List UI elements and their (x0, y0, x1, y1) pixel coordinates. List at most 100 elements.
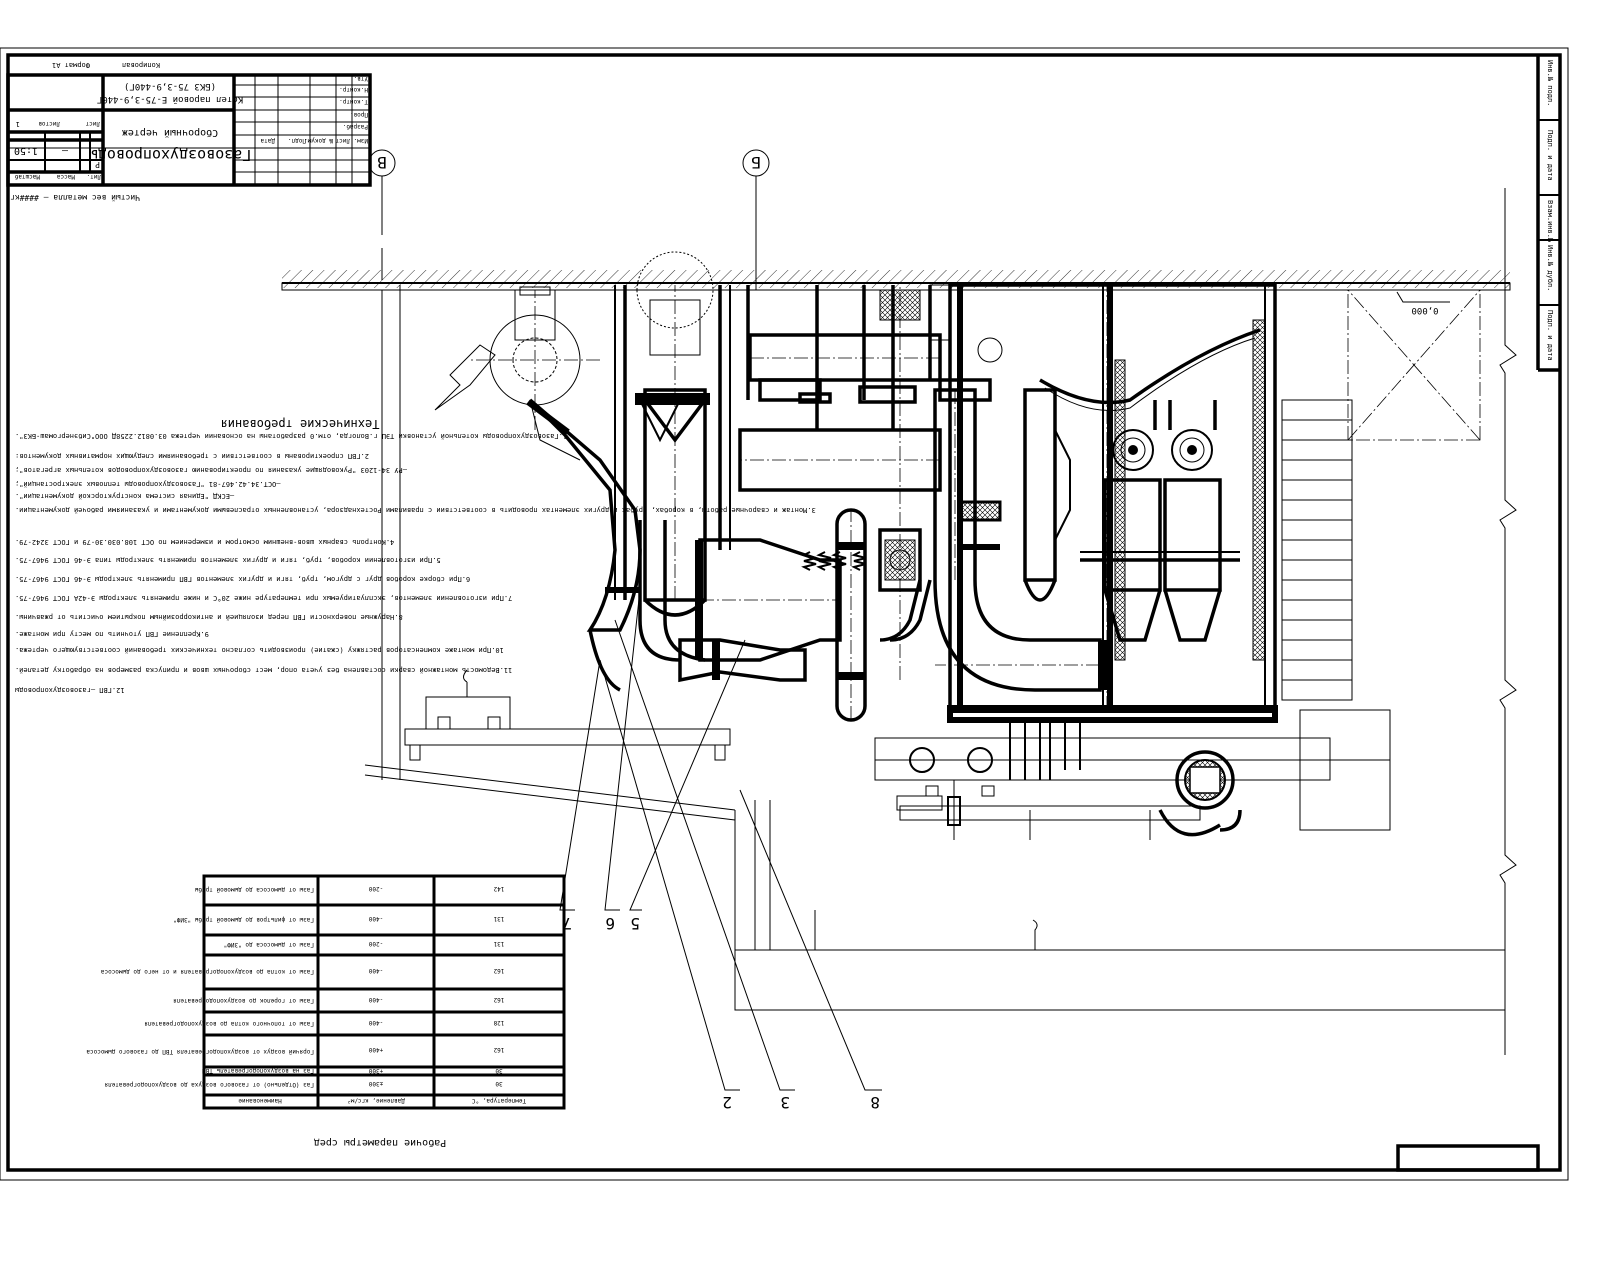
tech-req-item: 2.ГВП спроектированы в соответствии с тр… (15, 452, 369, 460)
title-block: Изм. Лист № докум. Подп. Дата Разраб. Пр… (6, 61, 372, 187)
foundation (734, 910, 1506, 1055)
stamp-field: Подп. и дата (1546, 310, 1554, 361)
table-cell: 128 (493, 1019, 504, 1026)
tech-req-item: 12.ГВП –газовоздухопроводы (15, 686, 125, 694)
scale-value: 1:50 (14, 145, 38, 156)
table-cell: +400 (368, 1046, 383, 1053)
technical-requirements: Чистый вес металла — ####кг Технические … (10, 193, 816, 694)
table-cell: -200 (368, 940, 383, 947)
tech-req-item: 8.Наружные поверхности ГВП перед изоляци… (15, 613, 403, 621)
leaders: 2 3 8 7 6 5 (559, 589, 882, 1112)
tech-req-item: –РУ 34-1203 "Руководящие указания по про… (15, 466, 407, 474)
col-label: Лит. (87, 173, 101, 180)
leader-label: 3 (780, 1093, 790, 1112)
table-cell: Газ на воздухоподогреватель ТВП (202, 1067, 314, 1074)
table-cell: 131 (493, 915, 504, 922)
table-cell: Газы от дымососа до дымовой трубы (194, 886, 314, 893)
table-header: Температура, °С (472, 1097, 527, 1104)
tech-req-item: 6.При сборке коробов друг с другом, труб… (15, 575, 470, 583)
upper-ducts (748, 284, 992, 402)
role: Пров. (350, 111, 368, 118)
axis-label: В (377, 153, 387, 172)
leader-label: 8 (870, 1093, 880, 1112)
document-type: Сборочный чертеж (122, 127, 218, 139)
table-cell: Газы от горелок до воздухоподогревателя (173, 997, 314, 1004)
table-cell: 30 (495, 1067, 503, 1074)
table-cell: Газы от дымососа до "ЗИФ" (224, 941, 314, 948)
leader-label: 2 (722, 1093, 732, 1112)
stamp-field: Инв.№ дубл. (1546, 245, 1554, 291)
col-label: Масса (57, 173, 75, 180)
floor-slab-hatch (282, 270, 1510, 288)
tech-req-item: 5.При изготовлении коробов, труб, тяги и… (15, 556, 441, 564)
elevation-block: 0,000 (1347, 289, 1481, 441)
rev-col: Изм. (354, 137, 368, 144)
tech-req-item: 3.Монтаж и сварочные работы, в коробах, … (15, 506, 816, 514)
table-cell: +300 (368, 1067, 383, 1074)
vertical-duct (977, 337, 1071, 602)
axis-label: Б (751, 153, 761, 172)
tech-req-item: 1.Газовоздухопроводы котельной установки… (15, 432, 567, 440)
rev-col: Лист (335, 137, 350, 144)
table-cell: Газы от фильтров до дымовой трубы "ЗИФ" (173, 916, 314, 923)
boiler-frame (948, 283, 1277, 713)
corner-box (1396, 1144, 1540, 1172)
role: Н.контр. (339, 86, 368, 93)
tech-req-item: 10.При монтаже компенсаторов растяжку (с… (15, 646, 504, 654)
table-cell: 162 (493, 967, 504, 974)
tech-req-heading: Технические требования (221, 417, 380, 431)
table-cell: -200 (368, 885, 383, 892)
copied-label: Копировал (122, 61, 160, 69)
mass-note: Чистый вес металла — ####кг (10, 193, 140, 202)
stamp-field: Инв.№ подл. (1546, 60, 1554, 106)
params-table: Рабочие параметры сред Наименование Давл… (86, 874, 566, 1149)
rev-col: Дата (260, 137, 275, 144)
fan-platform (364, 285, 771, 990)
table-cell: 131 (493, 940, 504, 947)
role: Утв. (354, 75, 368, 82)
rev-col: № докум. (304, 137, 333, 144)
leader-label: 7 (562, 914, 572, 933)
tech-req-item: –ОСТ.34.42.467-81 "Газовоздухопроводы те… (15, 480, 281, 488)
tech-req-item: –ЕСКД "Единая система конструкторской до… (15, 492, 234, 500)
separator-cyclone (614, 251, 731, 617)
document-title: Газовоздухопроводы (89, 146, 252, 164)
table-cell: Газ (Отдельно) от газового воздуха до во… (104, 1081, 314, 1088)
stamp-field: Взам.инв.№ (1546, 200, 1554, 243)
col-label: Лист (85, 120, 100, 127)
stamp-field: Подп. и дата (1546, 130, 1554, 181)
mass-value: – (61, 145, 68, 156)
leader-label: 6 (605, 914, 615, 933)
elevation-mark: 0,000 (1411, 305, 1438, 315)
tech-req-item: 11.Ведомость монтажной сварки составлена… (15, 666, 512, 674)
flue-duct-elbow (933, 388, 1110, 692)
table-cell: 142 (493, 885, 504, 892)
letter-value: Р (95, 160, 100, 169)
fan-and-inlet-duct (434, 286, 642, 692)
air-ducts (638, 285, 942, 722)
table-cell: 162 (493, 996, 504, 1003)
table-cell: Газы от топочного котла до воздухоподогр… (144, 1020, 314, 1027)
table-cell: Горячий воздух от воздухоподогревателя Т… (86, 1048, 314, 1055)
table-cell: Газы от котла до воздухоподогревателя и … (100, 968, 314, 975)
role: Т.контр. (339, 98, 368, 105)
side-stamp: Инв.№ подл. Подп. и дата Взам.инв.№ Инв.… (1536, 55, 1560, 372)
table-header: Наименование (238, 1097, 282, 1104)
role: Разраб. (343, 123, 368, 130)
stair-grating (1281, 399, 1391, 831)
sheet-frame (0, 47, 1569, 1181)
break-line (1499, 188, 1517, 1055)
table-cell: 162 (493, 1046, 504, 1053)
col-label: Масштаб (14, 173, 40, 180)
tech-req-item: 9.Крепление ГВП уточнить по месту при мо… (15, 630, 209, 638)
sheets-total: 1 (16, 120, 20, 128)
table-cell: -400 (368, 1019, 383, 1026)
main-drawing: 2 3 8 7 6 5 В Б 0,000 (281, 149, 1517, 1112)
params-table-title: Рабочие параметры сред (314, 1137, 446, 1149)
table-cell: -400 (368, 915, 383, 922)
table-cell: 30 (495, 1080, 503, 1087)
table-cell: -400 (368, 967, 383, 974)
table-header: Давление, кгс/м² (347, 1097, 405, 1104)
tech-req-item: 7.При изготовлении элементов, эксплуатир… (15, 594, 512, 602)
